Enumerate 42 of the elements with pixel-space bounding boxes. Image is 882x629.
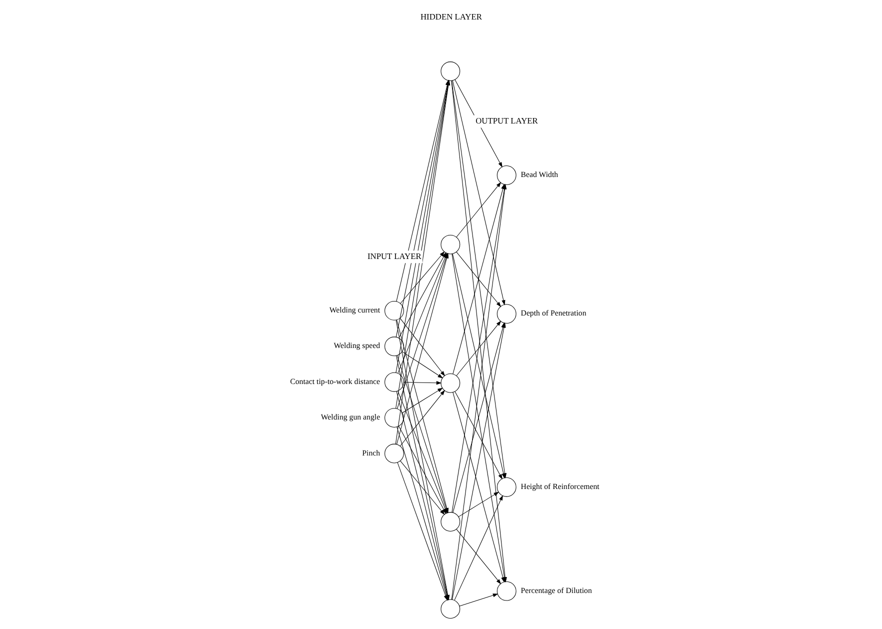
arrow: [400, 390, 444, 446]
node-circle: [440, 599, 460, 619]
node-label: Percentage of Dilution: [520, 586, 592, 595]
node-circle: [440, 62, 460, 81]
label: HIDDEN LAYER: [420, 12, 482, 22]
node-circle: [384, 300, 404, 320]
arrow: [456, 320, 501, 376]
node-circle: [440, 234, 460, 254]
node-circle: [384, 444, 404, 464]
node-label: Pinch: [362, 448, 380, 458]
arrow: [456, 528, 501, 584]
node-circle: [384, 408, 404, 428]
arrow: [403, 381, 442, 385]
arrow: [452, 392, 504, 583]
arrow: [400, 460, 444, 515]
arrow: [454, 391, 502, 480]
node-label: Welding speed: [333, 341, 380, 350]
arrow: [456, 182, 501, 238]
arrow: [458, 594, 498, 606]
arrow: [458, 492, 499, 518]
node-circle: [384, 336, 404, 356]
arrow: [454, 495, 502, 600]
node-label: Welding gun angle: [320, 412, 380, 422]
node-circle: [496, 581, 516, 601]
node-label: Bead Width: [520, 170, 558, 180]
node-circle: [440, 373, 460, 393]
arrow: [456, 252, 501, 308]
node-circle: [440, 512, 460, 532]
node-label: Welding current: [328, 306, 380, 315]
node-label: Height of Reinforcement: [520, 482, 599, 491]
arrow: [402, 351, 443, 378]
node-circle: [496, 477, 516, 497]
node-label: Contact tip-to-work distance: [290, 376, 380, 386]
arrow: [400, 251, 444, 304]
node-circle: [384, 372, 404, 392]
label: INPUT LAYER: [366, 252, 421, 261]
label: OUTPUT LAYER: [475, 116, 538, 126]
node-circle: [496, 166, 516, 185]
node-label: Depth of Penetration: [520, 308, 586, 318]
arrow: [402, 388, 442, 414]
arrow: [399, 318, 445, 376]
node-circle: [496, 304, 516, 324]
